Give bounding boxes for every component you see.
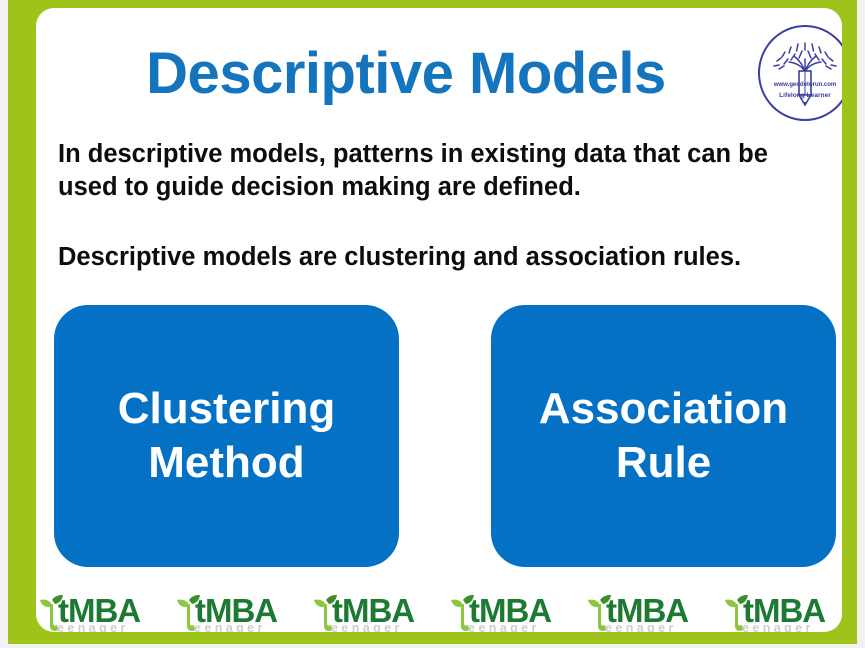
- logo-tagline-text: Lifelong Learner: [779, 92, 831, 99]
- watermark-subtext: eenager: [468, 621, 540, 632]
- leaf-t-icon: [314, 594, 337, 631]
- watermark-subtext: eenager: [194, 621, 266, 632]
- leaf-t-icon: [725, 594, 748, 631]
- logo-url-text: www.geodetorun.com: [773, 81, 837, 88]
- watermark-logo: tMBA eenager: [163, 592, 300, 632]
- watermark-logo: tMBA eenager: [711, 592, 842, 632]
- brand-logo: www.geodetorun.com Lifelong Learner: [758, 25, 842, 121]
- concept-box-clustering-line2: Method: [148, 438, 305, 487]
- watermark-strip: tMBA eenager tMBA eenager: [36, 592, 842, 632]
- concept-box-clustering-line1: Clustering: [117, 384, 336, 434]
- concept-box-clustering[interactable]: Clustering Method: [54, 305, 399, 567]
- watermark-logo: tMBA eenager: [574, 592, 711, 632]
- body-paragraph-1: In descriptive models, patterns in exist…: [58, 140, 768, 202]
- concept-box-association-line1: Association: [538, 384, 789, 434]
- leaf-t-icon: [451, 594, 474, 631]
- slide-green-frame: Descriptive Models: [8, 0, 857, 644]
- watermark-text: tMBA: [58, 592, 141, 629]
- page-title: Descriptive Models: [146, 41, 666, 106]
- pencil-idea-burst-icon: [773, 42, 837, 107]
- watermark-logo: tMBA eenager: [437, 592, 574, 632]
- watermark-text: tMBA: [469, 592, 552, 629]
- concept-box-association-line2: Rule: [615, 438, 712, 487]
- watermark-subtext: eenager: [57, 621, 129, 632]
- watermark-text: tMBA: [743, 592, 826, 629]
- watermark-subtext: eenager: [605, 621, 677, 632]
- leaf-t-icon: [40, 594, 63, 631]
- watermark-subtext: eenager: [331, 621, 403, 632]
- watermark-logo: tMBA eenager: [36, 592, 163, 632]
- slide-content-panel: Descriptive Models: [36, 8, 842, 632]
- watermark-text: tMBA: [195, 592, 278, 629]
- watermark-logo: tMBA eenager: [300, 592, 437, 632]
- watermark-text: tMBA: [332, 592, 415, 629]
- pencil-shape: [797, 70, 813, 107]
- leaf-t-icon: [588, 594, 611, 631]
- watermark-text: tMBA: [606, 592, 689, 629]
- body-paragraph-2: Descriptive models are clustering and as…: [58, 243, 742, 271]
- watermark-subtext: eenager: [742, 621, 814, 632]
- leaf-t-icon: [177, 594, 200, 631]
- concept-box-association[interactable]: Association Rule: [491, 305, 836, 567]
